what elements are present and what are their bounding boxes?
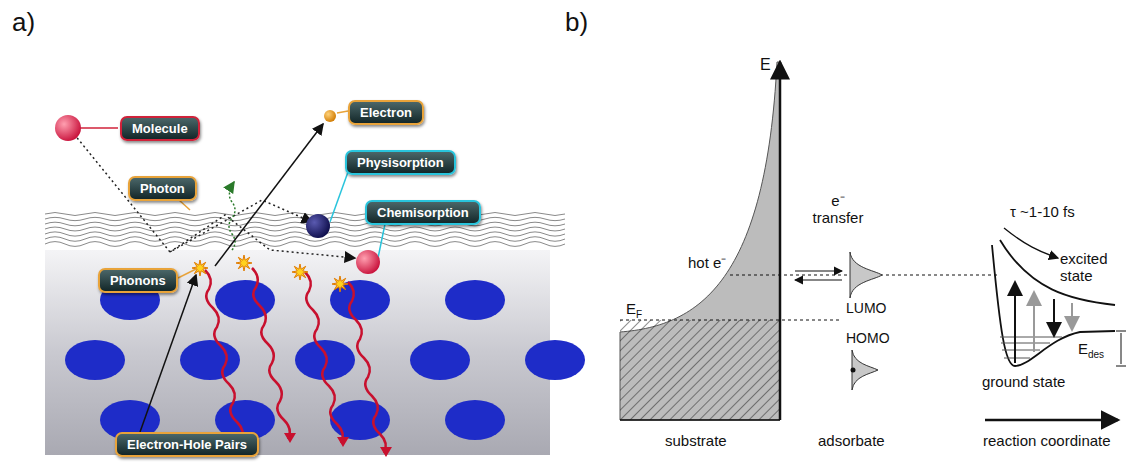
- orbital-label: HOMO: [846, 330, 890, 346]
- electron-hole-label: Electron-Hole Pairs: [115, 432, 259, 457]
- box-text: Photon: [140, 181, 185, 196]
- lifetime-label: τ ~1-10 fs: [1010, 203, 1075, 220]
- panel-letter: a): [12, 8, 35, 38]
- box-text: Phonons: [110, 273, 166, 288]
- box-text: Physisorption: [357, 155, 444, 170]
- state-label: excited state: [1060, 250, 1126, 285]
- box-text: Electron-Hole Pairs: [127, 437, 247, 452]
- physisorption-label: Physisorption: [345, 150, 456, 175]
- fermi-subscript: F: [636, 309, 642, 321]
- electron-label: Electron: [348, 100, 424, 125]
- axis-caption: reaction coordinate: [983, 432, 1111, 449]
- energy-subscript: des: [1088, 349, 1104, 361]
- fermi-label: E: [626, 300, 636, 317]
- box-text: Molecule: [132, 121, 188, 136]
- hot-electron-label: hot e⁻: [688, 254, 726, 271]
- molecule-label: Molecule: [120, 116, 200, 141]
- energy-label: E: [1078, 340, 1088, 357]
- transfer-label: e⁻ transfer: [806, 192, 870, 227]
- axis-caption: substrate: [665, 432, 727, 449]
- axis-label: E: [760, 56, 771, 74]
- box-text: Electron: [360, 105, 412, 120]
- photon-label: Photon: [128, 176, 197, 201]
- phonons-label: Phonons: [98, 268, 178, 293]
- panel-letter: b): [565, 8, 588, 38]
- state-label: ground state: [982, 373, 1065, 390]
- axis-caption: adsorbate: [818, 432, 885, 449]
- box-text: Chemisorption: [377, 205, 469, 220]
- chemisorption-label: Chemisorption: [365, 200, 481, 225]
- orbital-label: LUMO: [846, 300, 886, 316]
